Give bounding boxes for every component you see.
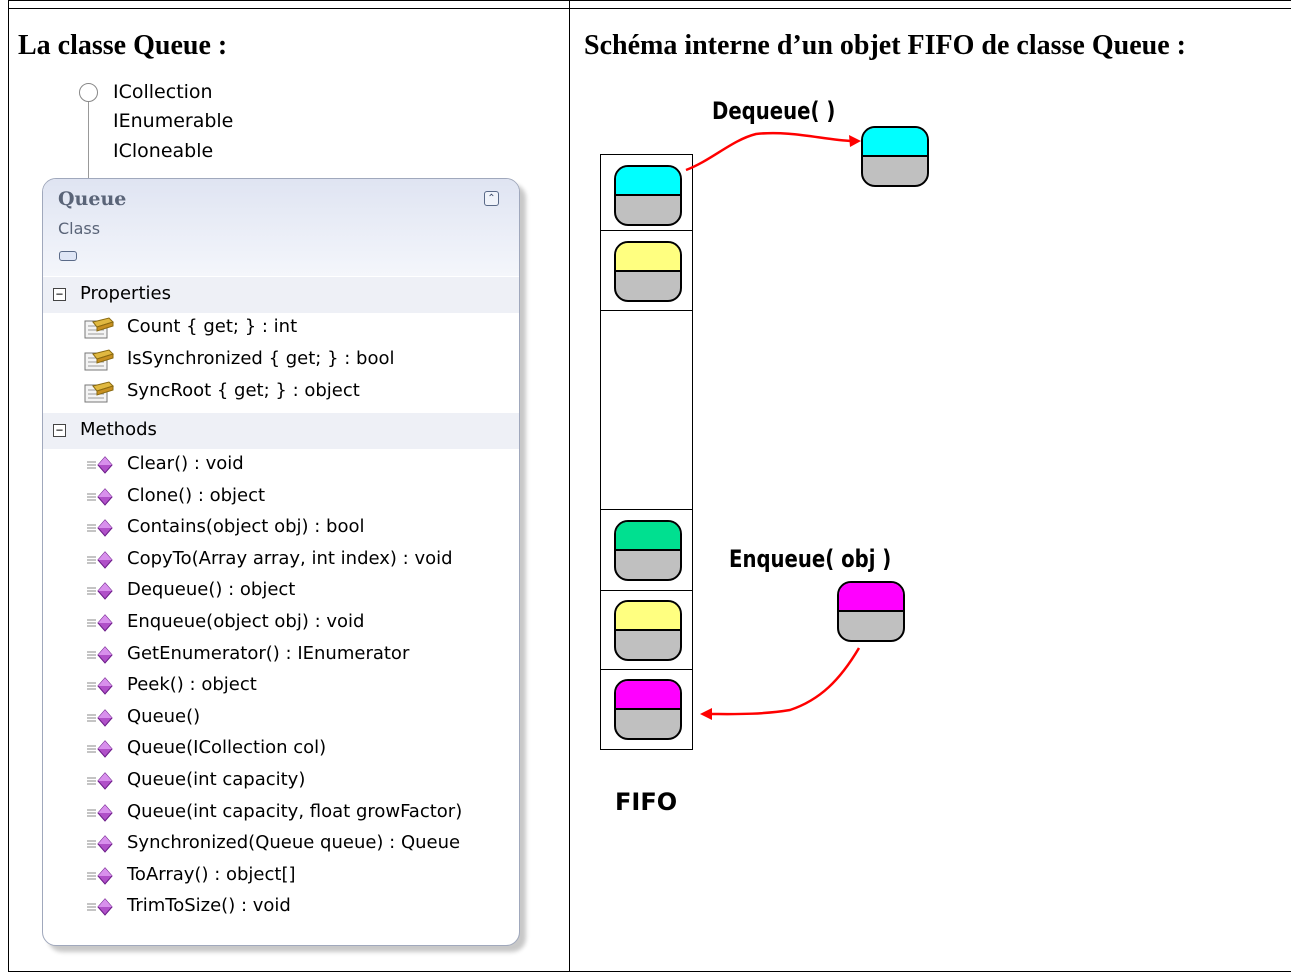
method-label: Queue(int capacity) [127,769,306,790]
interface-label: ICloneable [113,140,214,162]
class-header: Queue Class ⌃ [43,179,519,276]
method-icon [83,579,117,603]
method-icon [83,864,117,888]
dequeue-arrowhead [849,135,861,147]
property-icon [83,380,117,404]
method-label: TrimToSize() : void [127,895,291,917]
method-icon [83,643,117,667]
table-top-border [8,8,1291,9]
method-icon [83,516,117,540]
queue-item-cyan [614,165,682,226]
method-label: Clear() : void [127,453,244,474]
method-label: Queue() [127,705,201,727]
property-label: IsSynchronized { get; } : bool [127,348,395,369]
fifo-label: FIFO [615,788,678,816]
method-icon [83,548,117,572]
properties-section-header[interactable]: − Properties [43,277,519,313]
method-icon [83,769,117,793]
double-chevron-up-icon[interactable]: ⌃ [484,191,499,206]
enqueue-arrow [709,647,861,716]
method-label: CopyTo(Array array, int index) : void [127,547,453,569]
method-label: Peek() : object [127,674,257,696]
slot-divider [600,310,693,311]
methods-label: Methods [80,419,157,440]
property-label: SyncRoot { get; } : object [127,380,360,401]
slot-divider [600,590,693,591]
properties-label: Properties [80,283,171,304]
dequeue-arrow [685,131,853,172]
method-label: Enqueue(object obj) : void [127,611,365,632]
method-icon [83,485,117,509]
method-icon [83,895,117,919]
property-icon [83,348,117,372]
enqueue-label: Enqueue( obj ) [729,545,892,573]
interface-lollipop-icon [79,83,98,102]
queue-item-yellow [614,600,682,661]
dequeued-item-cyan [861,126,929,187]
method-icon [83,674,117,698]
method-icon [83,706,117,730]
method-label: Dequeue() : object [127,579,296,601]
interface-label: IEnumerable [113,110,234,132]
method-icon [83,832,117,856]
method-label: Queue(int capacity, float growFactor) [127,800,463,822]
method-icon [83,453,117,477]
enqueued-item-magenta [837,581,905,642]
fifo-stack [600,154,693,750]
interface-label: ICollection [113,81,213,103]
method-label: Queue(ICollection col) [127,737,327,759]
queue-item-magenta [614,679,682,740]
minus-box-icon[interactable]: − [53,288,66,301]
method-icon [83,801,117,825]
property-icon [83,316,117,340]
enqueue-arrowhead [700,708,712,720]
class-kind: Class [58,219,101,238]
methods-section-header[interactable]: − Methods [43,413,519,449]
slot-divider [600,509,693,510]
class-box: Queue Class ⌃ − Properties Count { get; … [42,178,520,946]
left-heading: La classe Queue : [18,30,228,61]
method-label: ToArray() : object[] [127,863,296,885]
slot-divider [600,669,693,670]
class-shape-icon [59,251,77,261]
class-name: Queue [58,188,127,210]
method-label: GetEnumerator() : IEnumerator [127,642,410,664]
interface-connector [88,102,89,180]
property-label: Count { get; } : int [127,316,298,337]
method-label: Clone() : object [127,484,266,506]
right-heading: Schéma interne d’un objet FIFO de classe… [584,30,1186,61]
minus-box-icon[interactable]: − [53,424,66,437]
method-icon [83,737,117,761]
method-label: Synchronized(Queue queue) : Queue [127,832,461,854]
method-icon [83,611,117,635]
method-label: Contains(object obj) : bool [127,516,365,538]
slot-divider [600,230,693,231]
dequeue-label: Dequeue( ) [712,97,836,125]
queue-item-green [614,520,682,581]
queue-item-yellow [614,241,682,302]
